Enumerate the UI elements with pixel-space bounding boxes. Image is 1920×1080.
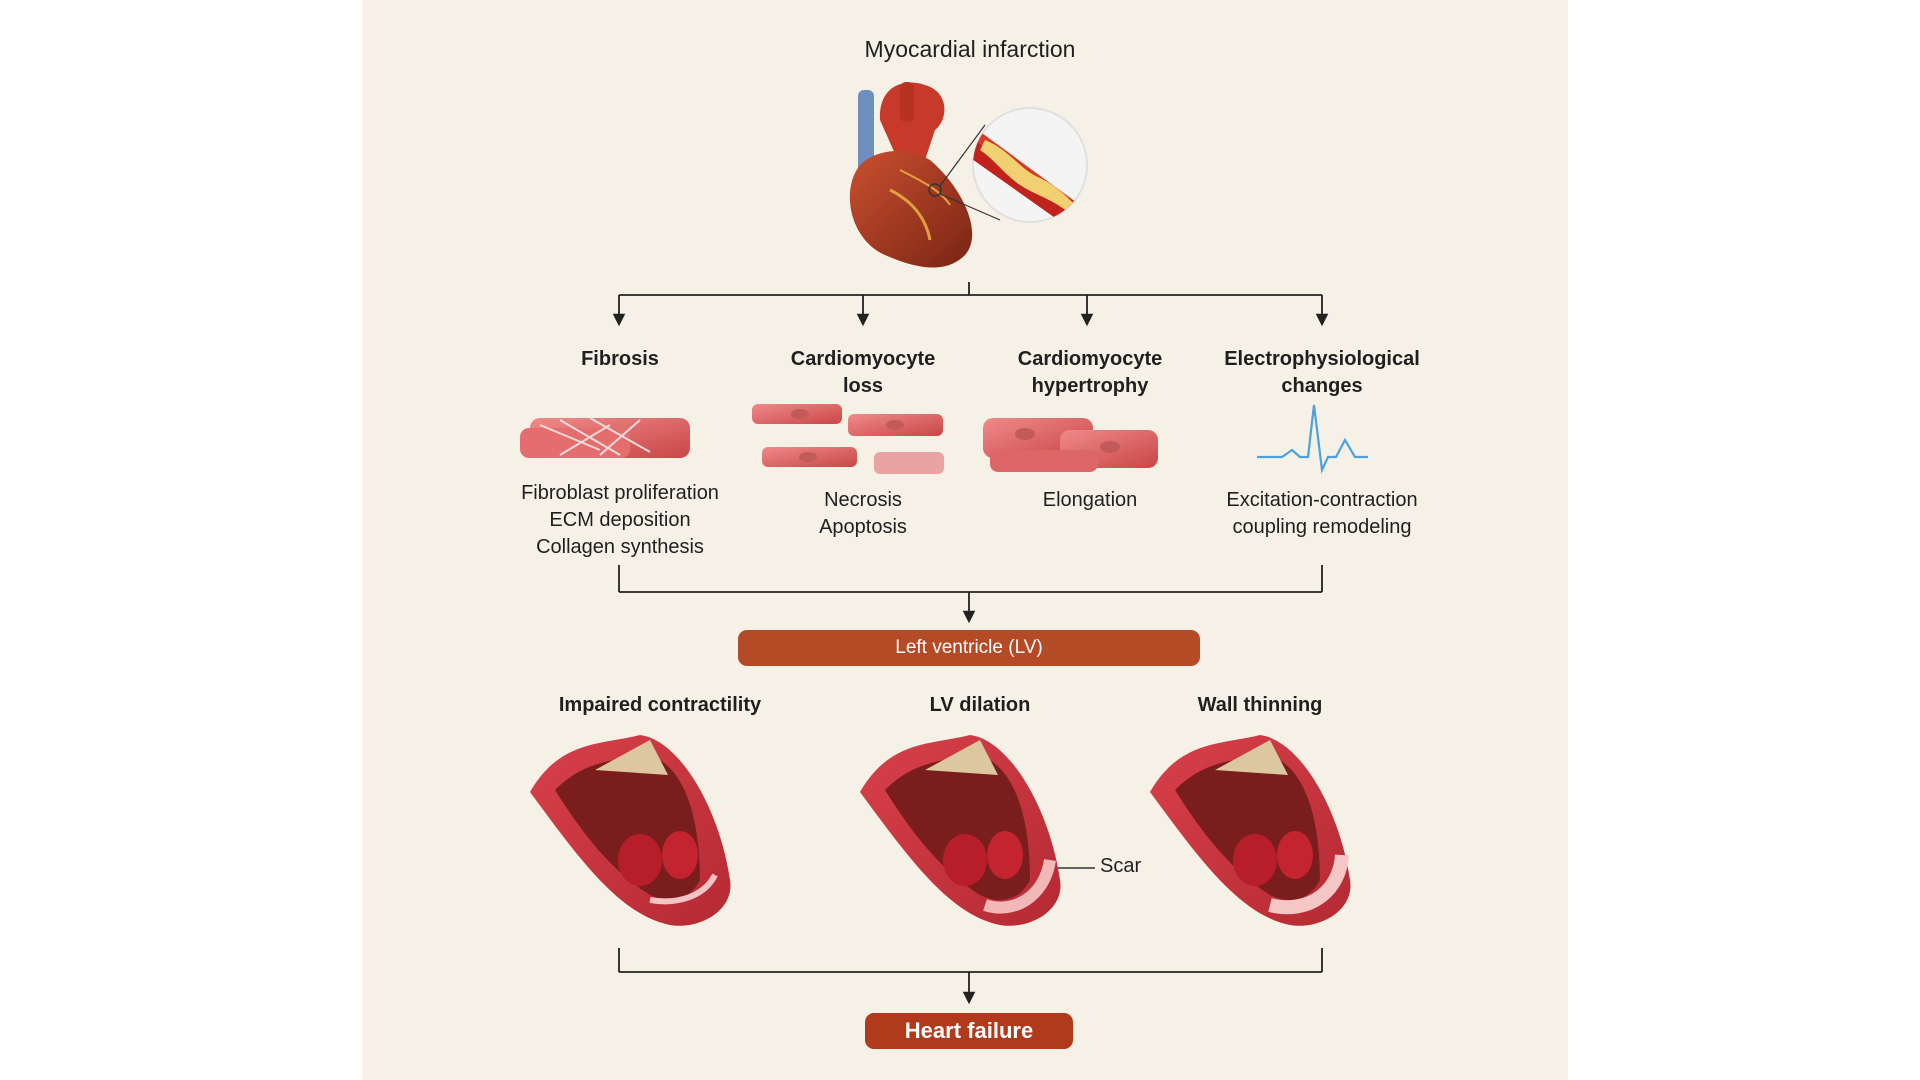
electrophysiological-line: coupling remodeling (1232, 516, 1412, 538)
cardiomyocyte-loss-description: Necrosis Apoptosis (763, 487, 963, 541)
ecg-waveform-icon (1257, 404, 1368, 474)
heart-illustration (849, 82, 1001, 268)
diagram-title: Myocardial infarction (864, 36, 1076, 62)
merge-connector-bottom (618, 948, 1323, 1005)
cardiomyocyte-loss-line: Necrosis (824, 489, 902, 511)
outcome-heading-wall-thinning: Wall thinning (1197, 694, 1323, 716)
electrophysiological-line: Excitation-contraction (1226, 489, 1418, 511)
hypertrophy-cells-illustration (983, 418, 1158, 472)
artery-zoom-icon (972, 107, 1088, 223)
scar-label: Scar (1100, 855, 1142, 877)
lv-wall-thinning-illustration (1150, 735, 1351, 926)
column-heading-cardiomyocyte-loss: Cardiomyocyte loss (790, 348, 936, 397)
branch-connector-top (612, 282, 1329, 327)
heart-failure-label: Heart failure (865, 1013, 1073, 1049)
outcome-heading-impaired-contractility: Impaired contractility (558, 694, 762, 716)
cardiomyocyte-loss-illustration (752, 404, 944, 474)
hypertrophy-line: Elongation (1042, 489, 1138, 511)
lv-impaired-contractility-illustration (530, 735, 731, 926)
column-heading-cardiomyocyte-hypertrophy: Cardiomyocyte hypertrophy (1017, 348, 1163, 397)
merge-connector-middle (618, 565, 1323, 624)
electrophysiological-description: Excitation-contraction coupling remodeli… (1192, 487, 1452, 541)
outcome-heading-lv-dilation: LV dilation (929, 694, 1031, 716)
hypertrophy-description: Elongation (990, 487, 1190, 514)
column-heading-electrophysiological-changes: Electrophysiological changes (1224, 348, 1420, 397)
column-heading-fibrosis: Fibrosis (581, 348, 659, 370)
fibrosis-cells-illustration (520, 417, 690, 458)
cardiomyocyte-loss-line: Apoptosis (819, 516, 907, 538)
fibrosis-line: Fibroblast proliferation (521, 482, 719, 504)
fibrosis-line: Collagen synthesis (536, 536, 704, 558)
fibrosis-description: Fibroblast proliferation ECM deposition … (490, 480, 750, 561)
lv-dilation-illustration (860, 735, 1095, 926)
left-ventricle-label: Left ventricle (LV) (738, 630, 1200, 666)
fibrosis-line: ECM deposition (549, 509, 691, 531)
